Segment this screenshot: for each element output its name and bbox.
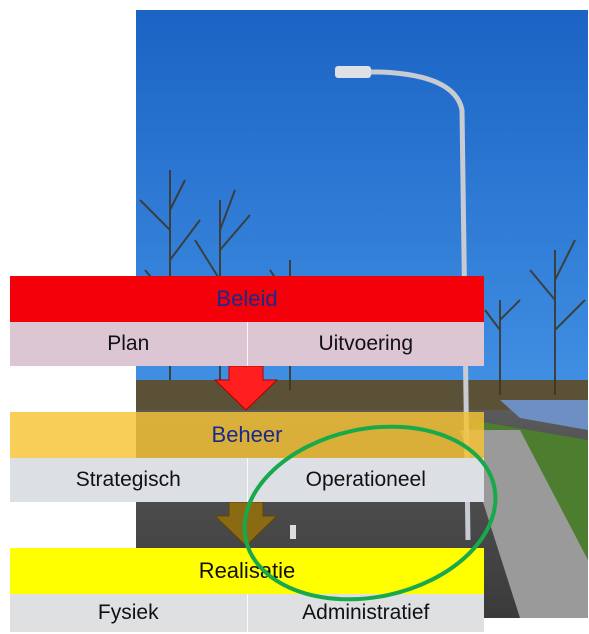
beleid-title: Beleid [216, 286, 278, 311]
realisatie-title: Realisatie [198, 558, 296, 583]
cell-strategisch: Strategisch [75, 468, 181, 491]
beheer-bar: Beheer [10, 412, 484, 458]
beleid-bar: Beleid [10, 276, 484, 322]
realisatie-row: Fysiek Administratief [10, 594, 484, 632]
cell-uitvoering: Uitvoering [246, 322, 485, 366]
beleid-row: Plan Uitvoering [10, 322, 484, 366]
beheer-title: Beheer [211, 422, 283, 447]
realisatie-bar: Realisatie [10, 548, 484, 594]
cell-fysiek: Fysiek [97, 601, 159, 624]
down-arrow-icon [213, 366, 279, 411]
cell-plan: Plan [107, 332, 150, 355]
beheer-row: Strategisch Operationeel [10, 458, 484, 502]
cell-operationeel: Operationeel [246, 458, 485, 502]
cell-administratief: Administratief [246, 594, 485, 632]
down-arrow-icon [213, 502, 279, 547]
